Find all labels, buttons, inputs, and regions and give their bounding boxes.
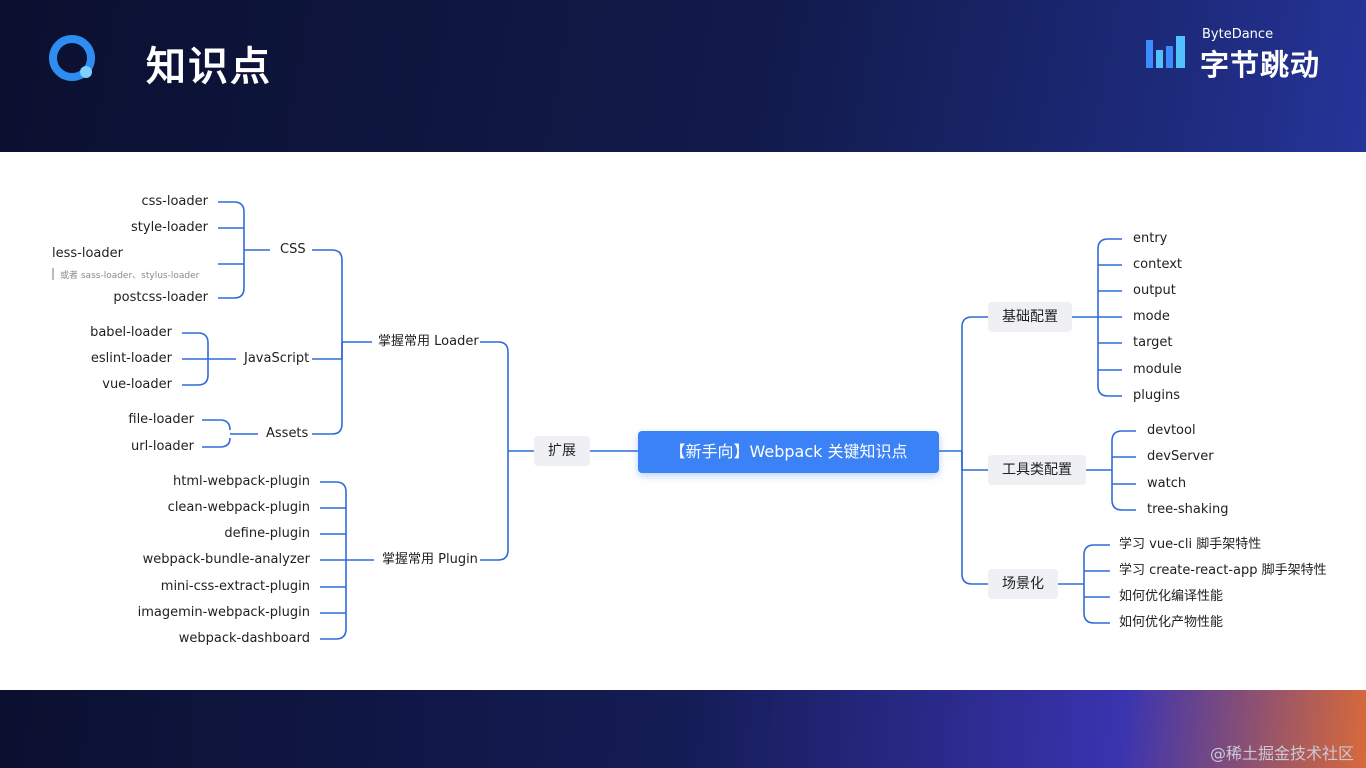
node-assets[interactable]: Assets [266, 426, 309, 441]
branch-tool-config[interactable]: 工具类配置 [988, 455, 1086, 485]
page-title: 知识点 [146, 44, 272, 90]
leaf-devtool[interactable]: devtool [1147, 423, 1196, 438]
leaf-plugins[interactable]: plugins [1133, 388, 1180, 403]
root-node[interactable]: 【新手向】Webpack 关键知识点 [638, 431, 939, 473]
leaf-tree-shaking[interactable]: tree-shaking [1147, 502, 1229, 517]
branch-extend[interactable]: 扩展 [534, 436, 590, 466]
leaf-watch[interactable]: watch [1147, 476, 1187, 491]
leaf-webpack-bundle-analyzer[interactable]: webpack-bundle-analyzer [142, 552, 310, 567]
less-loader-note: 或者 sass-loader、stylus-loader [60, 271, 200, 281]
leaf-imagemin-webpack-plugin[interactable]: imagemin-webpack-plugin [137, 605, 310, 620]
brand-name-en: ByteDance [1202, 27, 1274, 42]
leaf-babel-loader[interactable]: babel-loader [90, 325, 172, 340]
leaf-module[interactable]: module [1133, 362, 1182, 377]
leaf-optimize-output[interactable]: 如何优化产物性能 [1119, 615, 1224, 630]
bytedance-logo-icon [1146, 36, 1185, 68]
leaf-style-loader[interactable]: style-loader [131, 220, 208, 235]
app-logo-icon [49, 35, 95, 81]
brand-name-cn: 字节跳动 [1200, 48, 1321, 82]
leaf-mini-css-extract-plugin[interactable]: mini-css-extract-plugin [160, 579, 310, 594]
leaf-entry[interactable]: entry [1133, 231, 1168, 246]
leaf-url-loader[interactable]: url-loader [130, 439, 194, 454]
footer-background [0, 690, 1366, 768]
leaf-context[interactable]: context [1133, 257, 1182, 272]
node-plugin[interactable]: 掌握常用 Plugin [382, 552, 478, 567]
header-background [0, 0, 1366, 152]
leaf-create-react-app[interactable]: 学习 create-react-app 脚手架特性 [1119, 563, 1327, 578]
leaf-target[interactable]: target [1133, 335, 1173, 350]
leaf-postcss-loader[interactable]: postcss-loader [113, 290, 208, 305]
leaf-output[interactable]: output [1133, 283, 1176, 298]
leaf-optimize-build[interactable]: 如何优化编译性能 [1119, 589, 1224, 604]
leaf-devserver[interactable]: devServer [1147, 449, 1214, 464]
leaf-mode[interactable]: mode [1133, 309, 1170, 324]
content-panel [0, 152, 1366, 690]
leaf-eslint-loader[interactable]: eslint-loader [90, 351, 172, 366]
leaf-webpack-dashboard[interactable]: webpack-dashboard [178, 631, 310, 646]
leaf-less-loader[interactable]: less-loader [52, 246, 123, 261]
leaf-define-plugin[interactable]: define-plugin [224, 526, 310, 541]
leaf-vue-cli[interactable]: 学习 vue-cli 脚手架特性 [1119, 537, 1262, 552]
branch-scenario[interactable]: 场景化 [988, 569, 1058, 599]
leaf-clean-webpack-plugin[interactable]: clean-webpack-plugin [167, 500, 310, 515]
leaf-vue-loader[interactable]: vue-loader [102, 377, 172, 392]
leaf-file-loader[interactable]: file-loader [128, 412, 194, 427]
node-css[interactable]: CSS [280, 242, 306, 257]
leaf-css-loader[interactable]: css-loader [141, 194, 208, 209]
branch-basic-config[interactable]: 基础配置 [988, 302, 1072, 332]
node-loader[interactable]: 掌握常用 Loader [378, 334, 479, 349]
node-javascript[interactable]: JavaScript [244, 351, 310, 366]
footer-watermark: @稀土掘金技术社区 [1209, 744, 1354, 763]
leaf-html-webpack-plugin[interactable]: html-webpack-plugin [173, 474, 310, 489]
